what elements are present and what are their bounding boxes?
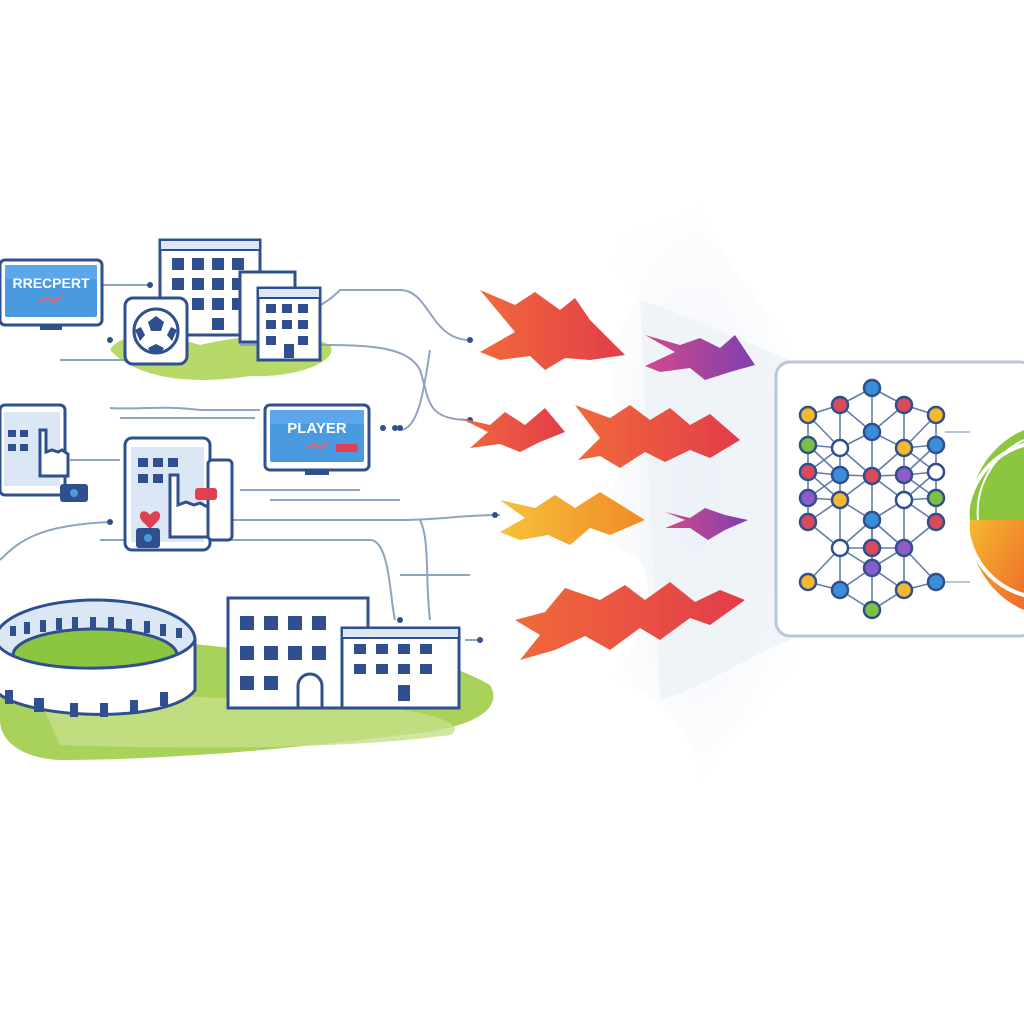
connector-lines <box>0 284 501 646</box>
soccer-ball-tile <box>123 296 189 366</box>
network-node <box>926 462 946 482</box>
building-bottom-right <box>340 626 461 710</box>
network-node <box>862 538 882 558</box>
network-node <box>926 405 946 425</box>
network-node <box>926 488 946 508</box>
heart-line-icon <box>305 441 329 450</box>
network-node <box>798 512 818 532</box>
arrow-red-4 <box>515 582 745 660</box>
network-node <box>894 490 914 510</box>
network-node <box>862 466 882 486</box>
pie-chart-icon <box>965 430 1024 610</box>
network-node <box>894 395 914 415</box>
network-node <box>894 438 914 458</box>
background-mist <box>592 205 800 780</box>
arrow-orange <box>500 492 645 545</box>
neural-network-panel <box>774 360 1024 638</box>
network-node <box>830 395 850 415</box>
monitor-center-label: PLAYER <box>287 420 347 437</box>
network-node <box>830 465 850 485</box>
network-node <box>894 465 914 485</box>
arrow-red-2 <box>460 408 565 452</box>
monitor-left-label: RRECPERT <box>12 275 89 291</box>
network-node <box>798 572 818 592</box>
pointing-hand-icon <box>38 428 70 478</box>
network-node <box>798 488 818 508</box>
network-node <box>862 378 882 398</box>
arrow-red-1 <box>480 290 625 370</box>
network-node <box>862 422 882 442</box>
building-top-small <box>238 270 322 362</box>
network-node <box>830 538 850 558</box>
arrow-purple-1 <box>645 335 755 380</box>
network-node <box>862 510 882 530</box>
network-node <box>926 512 946 532</box>
network-node <box>926 435 946 455</box>
network-node <box>830 580 850 600</box>
neural-network-icon <box>798 378 946 620</box>
monitor-left: RRECPERT <box>0 258 104 330</box>
network-node <box>830 438 850 458</box>
network-node <box>926 572 946 592</box>
network-node <box>830 490 850 510</box>
network-node <box>798 435 818 455</box>
stadium-icon <box>0 598 197 717</box>
flow-arrows <box>460 290 755 660</box>
network-node <box>862 600 882 620</box>
network-node <box>894 580 914 600</box>
network-node <box>862 558 882 578</box>
heart-line-icon <box>37 295 63 304</box>
monitor-center: PLAYER <box>263 403 371 475</box>
network-node <box>798 462 818 482</box>
heart-icon <box>139 511 161 529</box>
network-node <box>894 538 914 558</box>
network-node <box>798 405 818 425</box>
pointing-hand-icon <box>168 473 210 539</box>
phone-center <box>123 436 234 552</box>
arrow-purple-2 <box>665 508 748 540</box>
tablet-left <box>0 403 88 502</box>
arrow-red-3 <box>575 405 740 468</box>
